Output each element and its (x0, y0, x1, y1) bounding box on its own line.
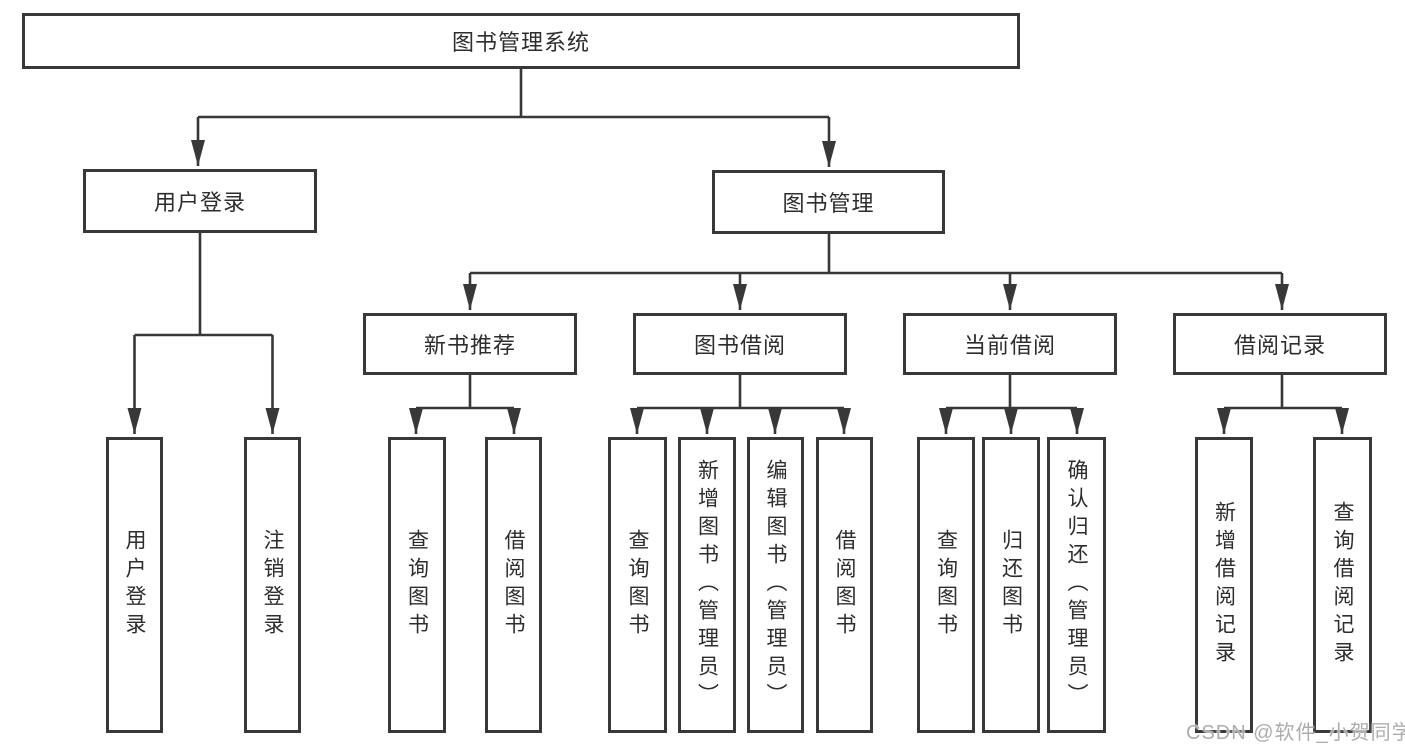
leaf-add-borrow-record: 新增借阅记录 (1195, 437, 1253, 733)
node-borrowing-records-label: 借阅记录 (1233, 333, 1326, 358)
node-book-borrowing: 图书借阅 (633, 313, 847, 375)
node-new-book-recommend-label: 新书推荐 (423, 333, 516, 358)
leaf-user-login: 用户登录 (106, 437, 163, 733)
node-current-borrowing-label: 当前借阅 (963, 333, 1056, 358)
connector-borrow-records-children (1224, 375, 1342, 410)
node-user-login-label: 用户登录 (153, 190, 246, 215)
leaf-borrow-books-recommend: 借阅图书 (485, 437, 542, 733)
node-root: 图书管理系统 (22, 13, 1020, 69)
connector-user-login-children (134, 233, 273, 337)
node-current-borrowing: 当前借阅 (903, 313, 1117, 375)
leaf-query-books-recommend: 查询图书 (388, 437, 446, 733)
node-book-management: 图书管理 (712, 170, 945, 234)
node-root-label: 图书管理系统 (451, 30, 590, 55)
leaf-confirm-return-admin: 确认归还（管理员） (1047, 437, 1106, 733)
leaf-query-borrow-record: 查询借阅记录 (1313, 437, 1372, 733)
leaf-return-books: 归还图书 (982, 437, 1040, 733)
connector-book-mgmt-level3 (470, 234, 1282, 275)
connector-book-borrow-children (637, 375, 844, 410)
leaf-query-books-borrowing: 查询图书 (608, 437, 667, 733)
leaf-add-books-admin: 新增图书（管理员） (678, 437, 736, 733)
connector-current-borrow-children (946, 375, 1077, 410)
leaf-query-books-current: 查询图书 (917, 437, 975, 733)
node-book-borrowing-label: 图书借阅 (693, 333, 786, 358)
connector-new-book-children (416, 375, 514, 410)
node-new-book-recommend: 新书推荐 (363, 313, 577, 375)
leaf-edit-books-admin: 编辑图书（管理员） (747, 437, 804, 733)
node-user-login: 用户登录 (83, 169, 317, 233)
leaf-logout: 注销登录 (244, 437, 301, 733)
connector-root-level2 (198, 69, 829, 119)
csdn-watermark: CSDN @软件_小贺同学 (1186, 722, 1405, 744)
leaf-borrow-books: 借阅图书 (816, 437, 873, 733)
node-borrowing-records: 借阅记录 (1173, 313, 1387, 375)
node-book-management-label: 图书管理 (782, 191, 875, 216)
